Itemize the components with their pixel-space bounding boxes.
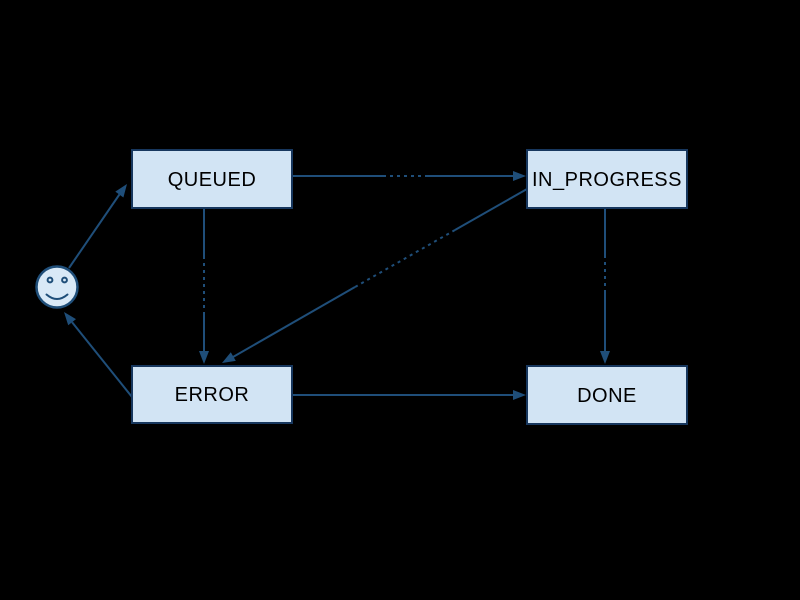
edge-line <box>454 188 528 231</box>
node-done-label: DONE <box>577 385 637 407</box>
node-in-progress-label: IN_PROGRESS <box>532 169 682 191</box>
node-error-box <box>131 365 293 424</box>
smiley-right-eye-icon <box>61 276 68 284</box>
edge-line <box>71 321 133 398</box>
smiley-smile-icon <box>45 293 69 300</box>
edge-queued-to-error <box>199 208 209 364</box>
edge-start-to-queued <box>68 184 127 269</box>
node-queued-label: QUEUED <box>168 169 257 191</box>
edge-inprogress-to-done <box>600 208 610 364</box>
arrowhead-icon <box>199 351 209 364</box>
arrowhead-icon <box>513 171 526 181</box>
node-queued-box <box>131 149 293 209</box>
node-queued: QUEUED <box>131 149 293 209</box>
arrowhead-icon <box>600 351 610 364</box>
arrowhead-icon <box>513 390 526 400</box>
edge-queued-to-inprogress <box>292 171 526 181</box>
node-in-progress-box <box>526 149 688 209</box>
edge-label-gap-artifact <box>354 229 456 288</box>
edge-error-to-start <box>64 312 133 398</box>
start-node <box>35 265 79 309</box>
smiley-left-eye-icon <box>46 276 54 284</box>
edge-error-to-done <box>292 390 526 400</box>
arrowhead-icon <box>115 184 127 198</box>
node-done-box <box>526 365 688 425</box>
smiley-face-icon <box>35 265 79 309</box>
edge-line <box>232 286 356 358</box>
node-error: ERROR <box>131 365 293 424</box>
node-in-progress: IN_PROGRESS <box>526 149 688 209</box>
node-error-label: ERROR <box>175 384 250 406</box>
edge-inprogress-to-error <box>222 188 528 363</box>
arrowhead-icon <box>64 312 76 326</box>
node-done: DONE <box>526 365 688 425</box>
edge-line <box>68 193 121 269</box>
arrowhead-icon <box>222 352 236 363</box>
